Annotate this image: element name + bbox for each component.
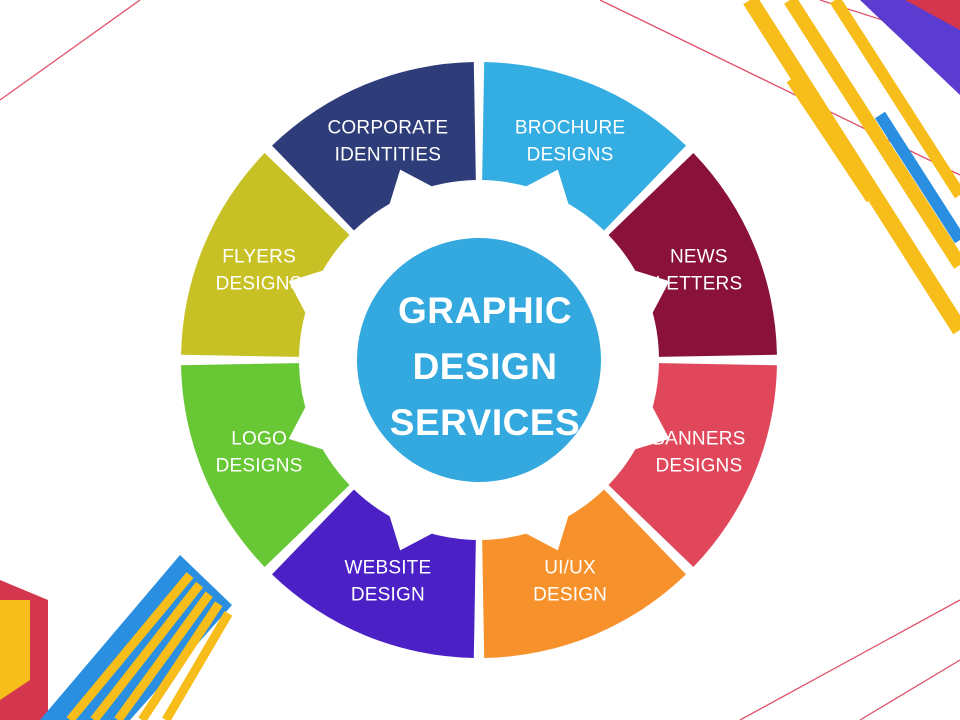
segment-brochure-label-line-2: DESIGNS [527, 145, 614, 166]
segment-logo-label-line-1: LOGO [231, 429, 287, 450]
center-hub: GRAPHIC DESIGN SERVICES [357, 238, 601, 482]
segment-brochure-label-line-1: BROCHURE [515, 118, 625, 139]
decor-line [860, 660, 960, 720]
segment-corporate-label-line-2: IDENTITIES [335, 145, 442, 166]
segment-corporate-label-line-1: CORPORATE [328, 118, 449, 139]
segment-uiux-label-line-2: DESIGN [533, 584, 607, 605]
segment-website-label-line-1: WEBSITE [344, 557, 431, 578]
segment-newsletters-label-line-2: LETTERS [655, 273, 742, 294]
center-label-line-1: GRAPHIC [398, 290, 572, 331]
center-label-line-3: SERVICES [390, 402, 580, 443]
decor-line [0, 0, 140, 100]
segment-flyers-label-line-1: FLYERS [222, 246, 296, 267]
segment-newsletters-label-line-1: NEWS [670, 246, 728, 267]
segment-flyers-label-line-2: DESIGNS [216, 273, 303, 294]
segment-logo-label-line-2: DESIGNS [216, 456, 303, 477]
segment-banners-label-line-2: DESIGNS [655, 456, 742, 477]
segment-website-label-line-2: DESIGN [351, 584, 425, 605]
decor-line [740, 600, 960, 720]
segment-uiux-label-line-1: UI/UX [544, 557, 596, 578]
center-label-line-2: DESIGN [413, 346, 558, 387]
